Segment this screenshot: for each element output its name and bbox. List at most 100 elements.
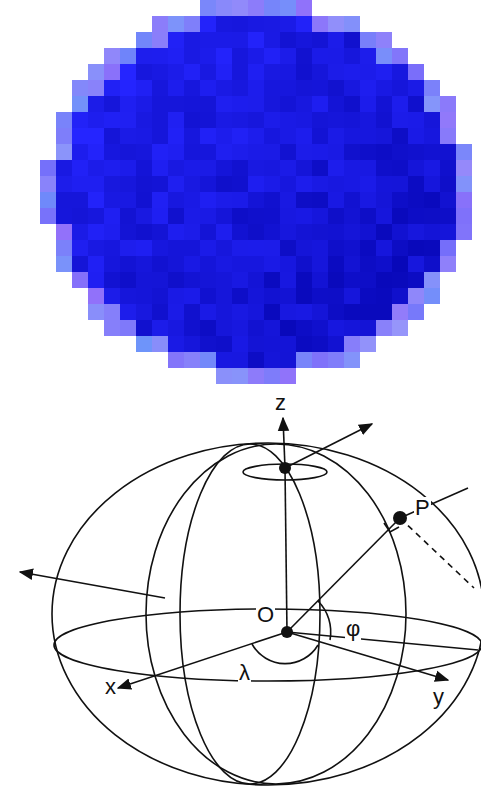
pixel-cell: [200, 144, 216, 160]
pixel-cell: [184, 112, 200, 128]
pixel-cell: [424, 160, 440, 176]
pixel-cell: [424, 80, 440, 96]
pixel-cell: [152, 240, 168, 256]
pixel-cell: [280, 80, 296, 96]
pixel-cell: [200, 272, 216, 288]
pixel-cell: [312, 144, 328, 160]
pixel-cell: [200, 176, 216, 192]
pixel-cell: [264, 128, 280, 144]
pixel-cell: [248, 96, 264, 112]
pixel-cell: [168, 48, 184, 64]
pixel-cell: [104, 128, 120, 144]
pixel-cell: [200, 224, 216, 240]
pixel-cell: [280, 48, 296, 64]
pixel-cell: [376, 96, 392, 112]
pixel-cell: [216, 352, 232, 368]
pixel-cell: [216, 16, 232, 32]
pixel-cell: [264, 256, 280, 272]
pixel-cell: [296, 144, 312, 160]
pixel-cell: [248, 352, 264, 368]
pixel-cell: [184, 240, 200, 256]
pixel-cell: [136, 256, 152, 272]
pixel-cell: [344, 352, 360, 368]
pixel-cell: [248, 288, 264, 304]
pixel-cell: [104, 304, 120, 320]
pixel-cell: [184, 288, 200, 304]
pixel-cell: [280, 32, 296, 48]
pixel-cell: [328, 256, 344, 272]
pixel-cell: [152, 128, 168, 144]
pixel-cell: [56, 256, 72, 272]
pixel-cell: [392, 224, 408, 240]
pixel-cell: [408, 64, 424, 80]
pixel-cell: [168, 304, 184, 320]
pixel-cell: [136, 192, 152, 208]
pixel-cell: [264, 112, 280, 128]
angle-label: φ: [345, 618, 361, 640]
pixel-cell: [152, 336, 168, 352]
pixel-cell: [216, 208, 232, 224]
pixel-cell: [88, 256, 104, 272]
origin-point: [281, 626, 293, 638]
angle-label: λ: [238, 662, 251, 684]
pixel-cell: [104, 320, 120, 336]
pixel-cell: [408, 272, 424, 288]
pixel-cell: [248, 272, 264, 288]
pixel-cell: [232, 160, 248, 176]
pixel-cell: [88, 64, 104, 80]
pixel-cell: [72, 128, 88, 144]
pixel-cell: [376, 144, 392, 160]
pixel-cell: [312, 16, 328, 32]
pixel-cell: [152, 256, 168, 272]
pixel-cell: [296, 176, 312, 192]
pixel-cell: [104, 96, 120, 112]
pixel-cell: [296, 160, 312, 176]
pixel-cell: [136, 208, 152, 224]
pixel-cell: [312, 192, 328, 208]
pixel-cell: [264, 0, 280, 16]
pixel-cell: [248, 336, 264, 352]
pixel-cell: [328, 96, 344, 112]
pixel-cell: [264, 336, 280, 352]
pixel-cell: [216, 224, 232, 240]
pixel-cell: [280, 208, 296, 224]
pixel-cell: [152, 80, 168, 96]
pixel-cell: [120, 64, 136, 80]
pixel-cell: [328, 160, 344, 176]
pixel-cell: [56, 176, 72, 192]
pixel-cell: [376, 320, 392, 336]
pixel-cell: [392, 240, 408, 256]
pixel-cell: [120, 128, 136, 144]
pixel-cell: [248, 368, 264, 384]
pixel-cell: [232, 368, 248, 384]
pixel-cell: [152, 112, 168, 128]
pixel-cell: [360, 112, 376, 128]
pixel-cell: [392, 96, 408, 112]
pixel-cell: [264, 304, 280, 320]
pixel-cell: [312, 64, 328, 80]
pixel-cell: [184, 80, 200, 96]
pixel-cell: [200, 304, 216, 320]
axis-label: z: [274, 392, 287, 414]
pixel-cell: [424, 272, 440, 288]
pixel-cell: [216, 128, 232, 144]
pixel-cell: [296, 112, 312, 128]
pixel-cell: [344, 240, 360, 256]
pixel-cell: [168, 256, 184, 272]
pixel-cell: [424, 96, 440, 112]
pixel-cell: [328, 16, 344, 32]
pixel-cell: [248, 176, 264, 192]
pixel-cell: [136, 272, 152, 288]
pixel-cell: [200, 64, 216, 80]
pixel-cell: [440, 256, 456, 272]
pixel-cell: [88, 96, 104, 112]
pixel-cell: [232, 64, 248, 80]
vector-arrow: [20, 572, 165, 598]
pixel-cell: [184, 192, 200, 208]
pixel-cell: [168, 144, 184, 160]
pixel-cell: [232, 304, 248, 320]
pixel-cell: [376, 304, 392, 320]
pixel-cell: [280, 16, 296, 32]
pixel-cell: [264, 48, 280, 64]
pixel-cell: [280, 112, 296, 128]
